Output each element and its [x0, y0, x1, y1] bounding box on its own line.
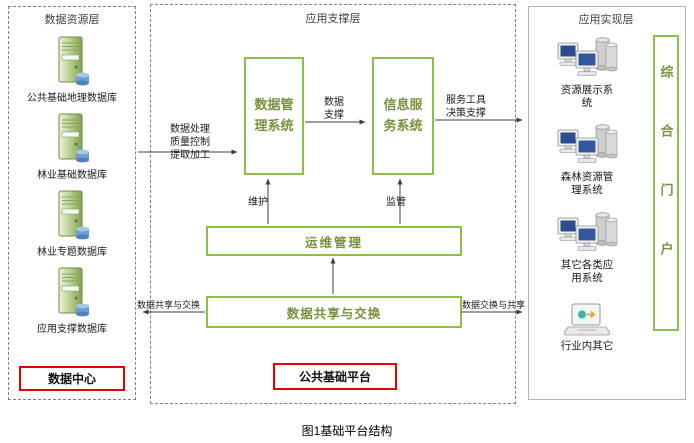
ops-management-box: 运维管理: [206, 226, 462, 256]
database-item: 林业专题数据库: [37, 190, 107, 258]
app-impl-layer-panel: 应用实现层 资源展示系统 森林资源管理系统 其它各类应用系统 行业内其它 综合门…: [528, 6, 686, 400]
database-label: 林业专题数据库: [37, 247, 107, 258]
database-server-icon: [54, 36, 90, 86]
system-item: 森林资源管理系统: [539, 122, 635, 197]
database-server-icon: [54, 267, 90, 317]
share-left-label: 数据共享与交换: [137, 300, 201, 310]
process-flow-label: 数据处理 质量控制 提取加工: [170, 124, 210, 162]
data-support-label: 数据 支撑: [324, 97, 344, 122]
app-support-layer-title: 应用支撑层: [305, 13, 361, 25]
database-label: 应用支撑数据库: [37, 324, 107, 335]
info-service-system-box: 信息服务系统: [372, 57, 434, 175]
system-item: 行业内其它: [539, 303, 635, 353]
system-label: 森林资源管理系统: [560, 171, 614, 197]
workstation-group-icon: [556, 122, 618, 168]
portal-box: 综合门户: [653, 35, 679, 331]
maintain-label: 维护: [248, 197, 268, 208]
share-right-label: 数据交换与共享: [462, 300, 526, 310]
portal-label: 综合门户: [658, 65, 674, 301]
database-label: 林业基础数据库: [37, 170, 107, 181]
data-management-system-box: 数据管理系统: [244, 57, 304, 175]
data-resource-layer-panel: 数据资源层 公共基础地理数据库 林业基础数据库 林业专题数据库 应用支撑数据库 …: [8, 6, 136, 400]
system-label: 行业内其它: [560, 339, 614, 352]
service-tools-label: 服务工具 决策支撑: [446, 95, 486, 120]
app-impl-layer-title: 应用实现层: [578, 14, 634, 26]
data-exchange-box: 数据共享与交换: [206, 296, 462, 328]
system-label: 资源展示系统: [560, 84, 614, 110]
data-center-box: 数据中心: [19, 366, 125, 391]
workstation-group-icon: [556, 210, 618, 256]
laptop-icon: [563, 303, 611, 337]
database-item: 应用支撑数据库: [37, 267, 107, 335]
workstation-group-icon: [556, 35, 618, 81]
figure-caption: 图1基础平台结构: [301, 424, 393, 438]
system-item: 资源展示系统: [539, 35, 635, 110]
database-item: 公共基础地理数据库: [27, 36, 117, 104]
database-server-icon: [54, 113, 90, 163]
app-support-layer-panel: 应用支撑层 数据管理系统 信息服务系统 运维管理 数据共享与交换 公共基础平台: [150, 4, 516, 404]
database-label: 公共基础地理数据库: [27, 93, 117, 104]
database-server-icon: [54, 190, 90, 240]
supervise-label: 监管: [386, 197, 406, 208]
database-item: 林业基础数据库: [37, 113, 107, 181]
data-resource-layer-title: 数据资源层: [44, 14, 100, 26]
system-item: 其它各类应用系统: [539, 210, 635, 285]
public-platform-box: 公共基础平台: [273, 363, 397, 390]
system-label: 其它各类应用系统: [560, 258, 614, 284]
